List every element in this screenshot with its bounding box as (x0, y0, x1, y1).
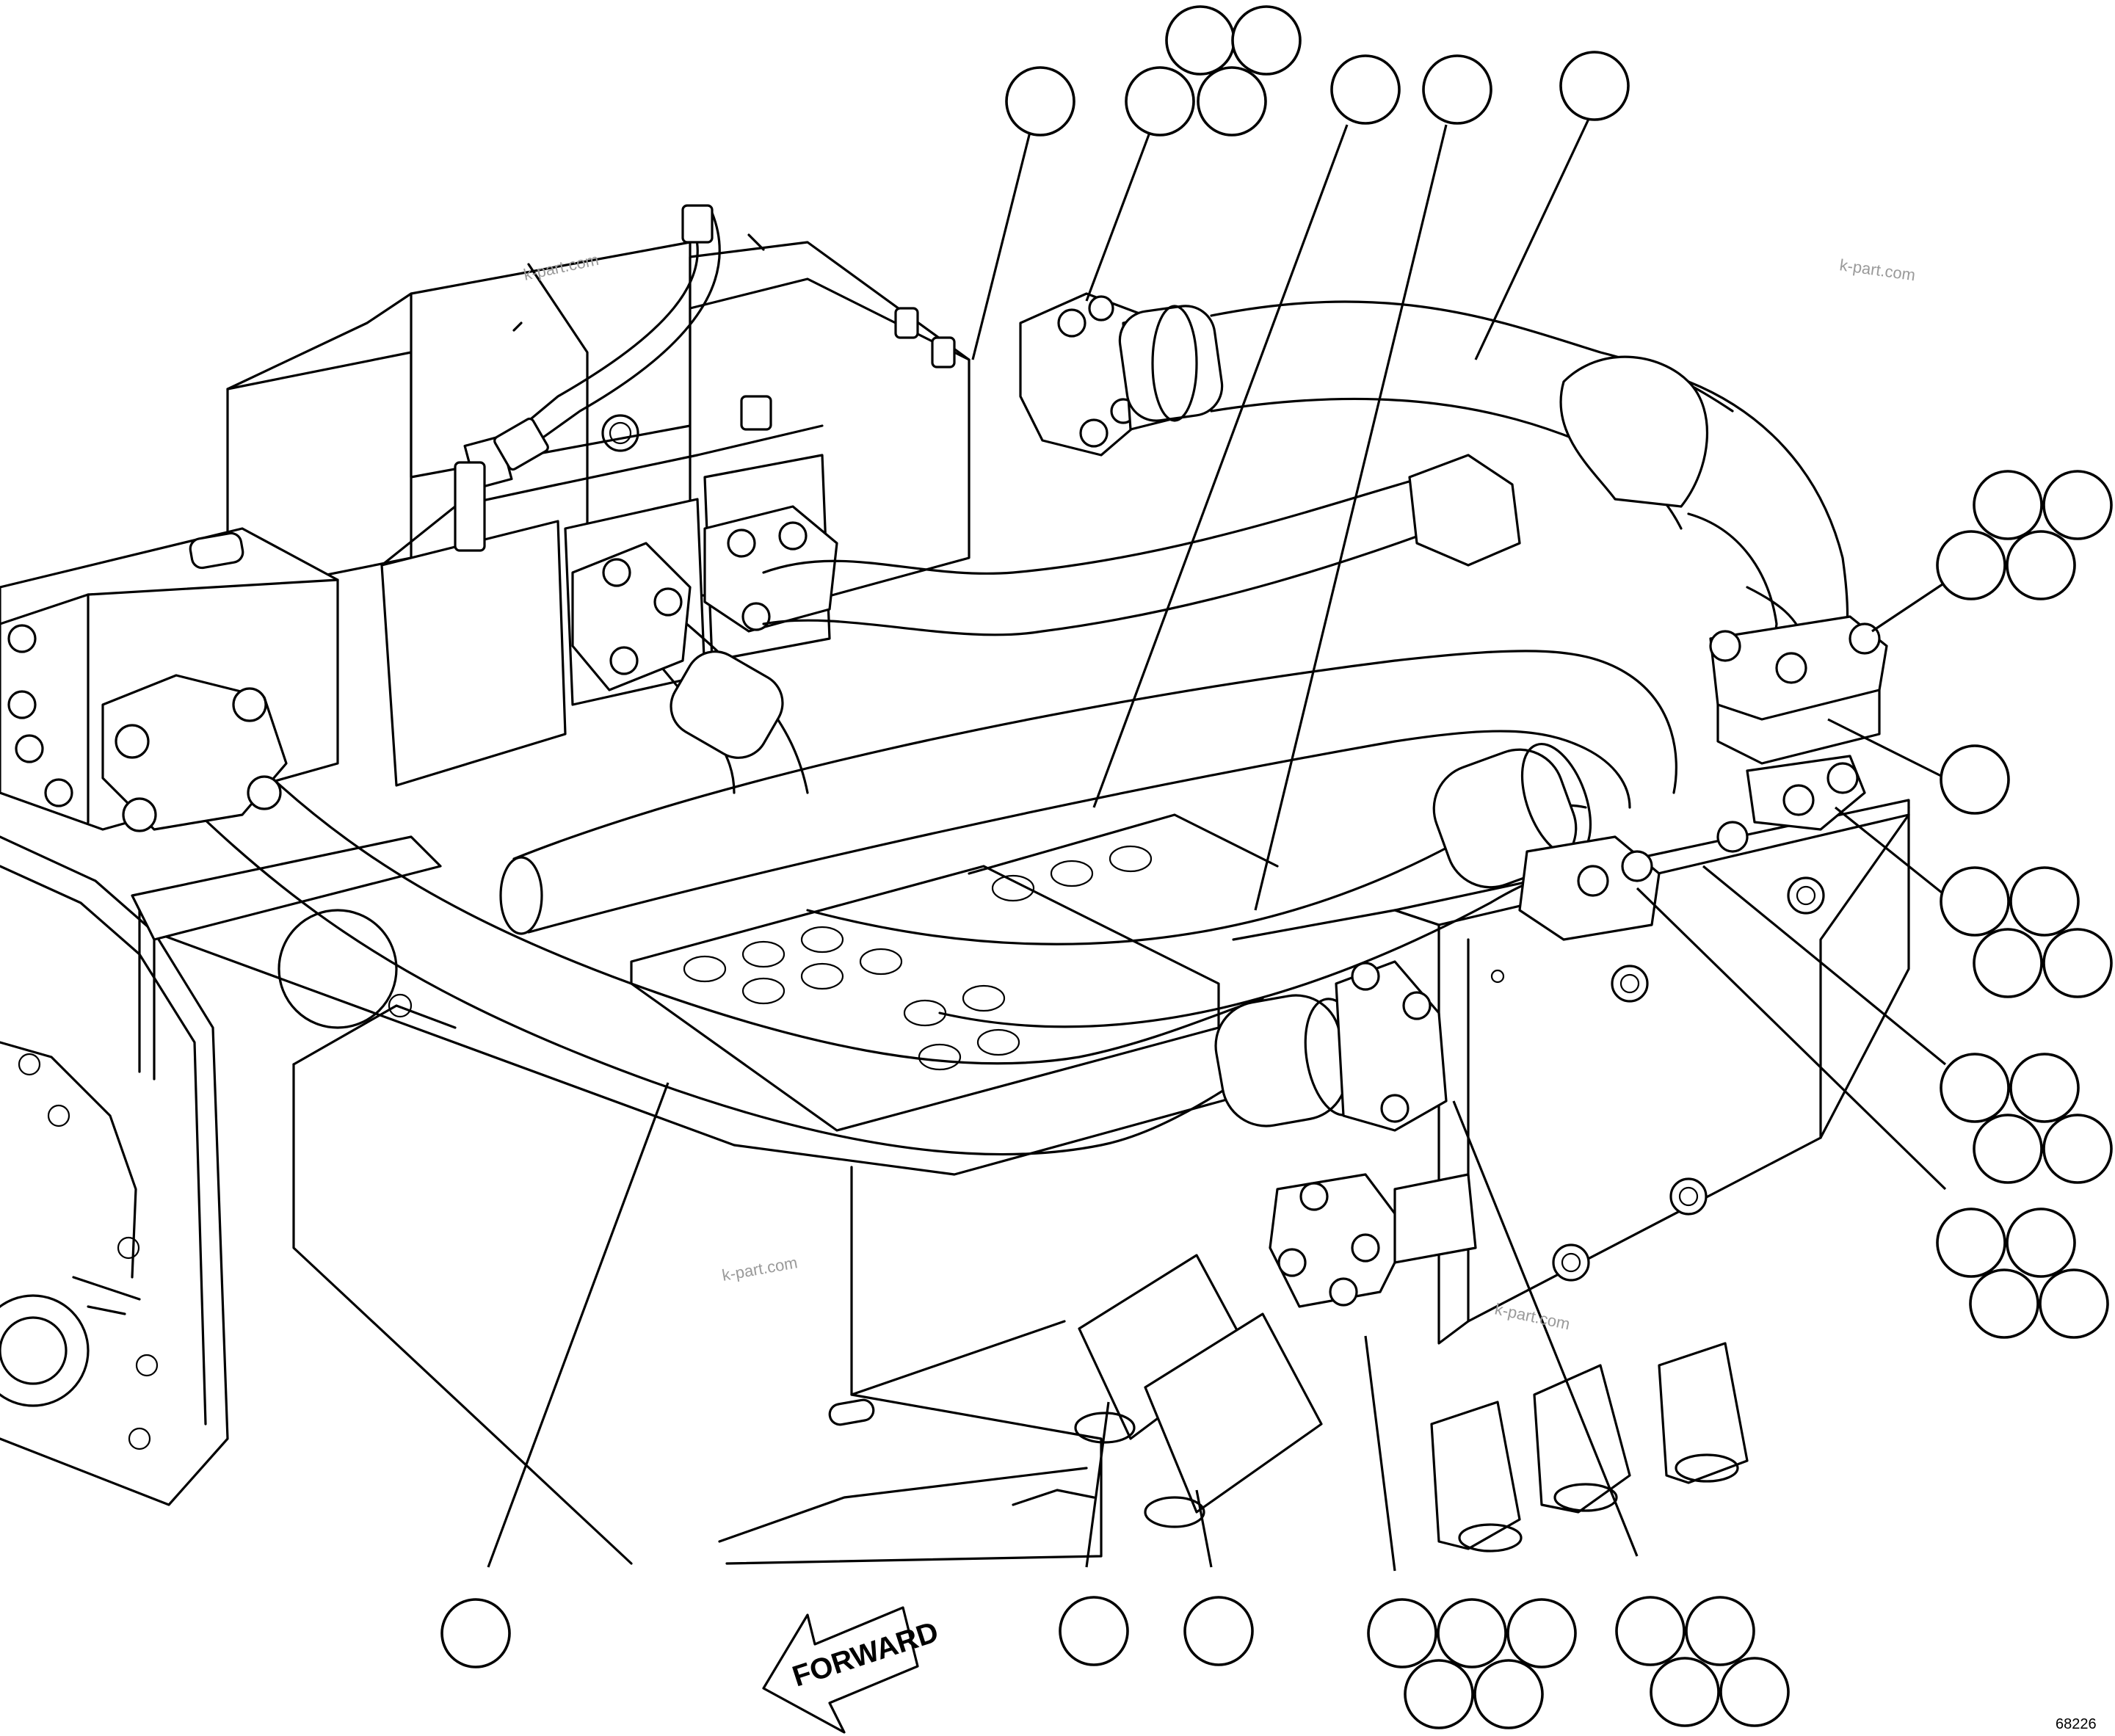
callout-hose-right-single[interactable] (1940, 744, 2010, 815)
middle-hose-lower (806, 742, 1749, 1028)
callout-bubbles (440, 5, 2113, 1729)
right-manifold-block (1232, 799, 1910, 1345)
bolt (44, 778, 73, 807)
left-frame (0, 835, 229, 1506)
bolt (7, 624, 37, 653)
callout-fittings-right-1[interactable] (1936, 470, 2113, 600)
bolt (1552, 1243, 1590, 1282)
callout-hose-top-mid-2[interactable] (1422, 54, 1492, 125)
callout-fittings-right-3[interactable] (1940, 1053, 2113, 1184)
callout-fittings-bottom-1[interactable] (1367, 1598, 1577, 1729)
watermark-text: k-part.com (1493, 1299, 1572, 1333)
watermark-text: k-part.com (1838, 255, 1916, 284)
callout-hose-bottom-mid-2[interactable] (1183, 1596, 1254, 1666)
bolt (7, 690, 37, 719)
bottom-filters (1074, 1173, 1749, 1552)
perforated-plate (630, 813, 1279, 1132)
callout-hose-top-right[interactable] (1559, 51, 1630, 121)
callout-hose-bottom-mid-1[interactable] (1059, 1596, 1129, 1666)
pump-outlet-hoses (571, 454, 1521, 794)
callout-fittings-bottom-2[interactable] (1615, 1596, 1790, 1727)
top-valve-stack (226, 233, 971, 787)
middle-hose-upper (499, 650, 1677, 935)
front-large-hose (101, 674, 1448, 1156)
right-clamp-assembly (1709, 615, 1888, 831)
callout-fittings-right-4[interactable] (1936, 1207, 2109, 1339)
small-pilot-hose (454, 204, 721, 552)
bolt (1787, 876, 1825, 915)
bolt (1611, 965, 1649, 1003)
callout-fittings-top-cluster[interactable] (1125, 5, 1302, 137)
bolt (1669, 1177, 1708, 1216)
machine-line-art: FORWARD (0, 204, 1910, 1734)
callout-fittings-right-2[interactable] (1940, 866, 2113, 998)
callout-hose-top-mid-1[interactable] (1330, 54, 1401, 125)
figure-number: 68226 (2056, 1716, 2097, 1732)
bolt (15, 734, 44, 763)
watermark-text: k-part.com (721, 1253, 799, 1285)
callout-hose-bottom-left[interactable] (440, 1598, 511, 1668)
callout-hose-top-left[interactable] (1005, 66, 1075, 137)
leader-lines (487, 117, 1950, 1572)
forward-arrow: FORWARD (762, 1606, 943, 1734)
